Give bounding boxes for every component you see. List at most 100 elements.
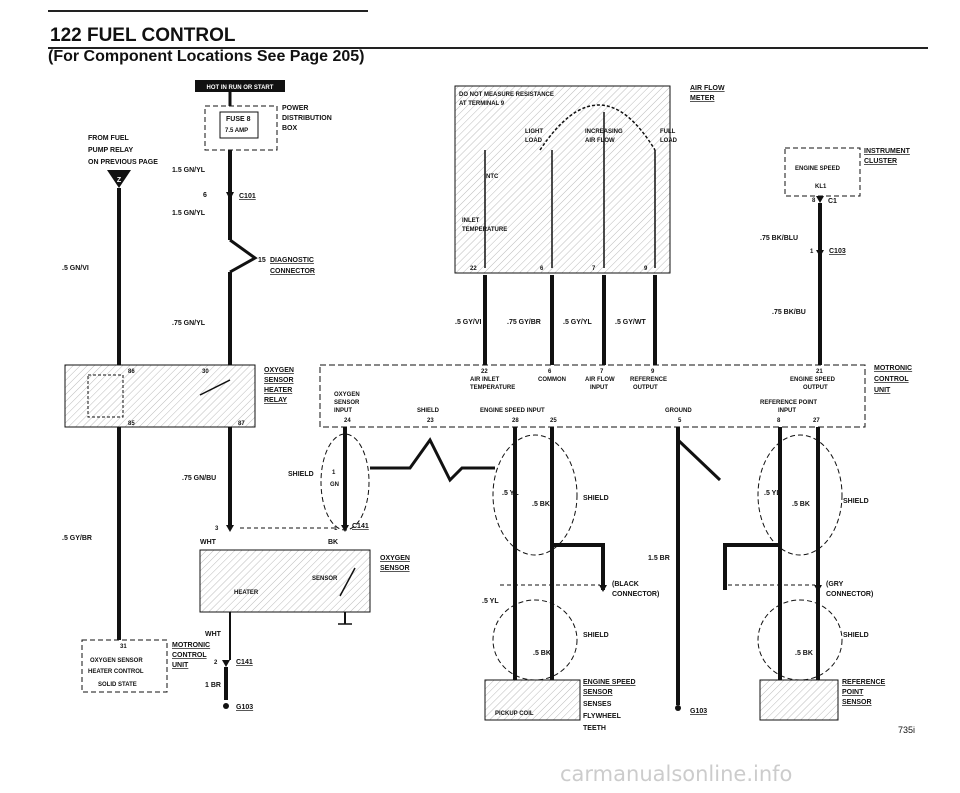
page-code: 735i xyxy=(898,725,916,735)
svg-text:C103: C103 xyxy=(829,248,846,255)
o2-heater-control-box xyxy=(81,639,168,693)
page-subtitle: (For Component Locations See Page 205) xyxy=(48,48,365,65)
svg-text:ENGINE SPEED INPUT: ENGINE SPEED INPUT xyxy=(480,408,545,414)
svg-text:OXYGEN: OXYGEN xyxy=(380,555,410,562)
svg-text:6: 6 xyxy=(540,266,544,272)
svg-text:SENSOR: SENSOR xyxy=(312,576,338,582)
svg-text:INPUT: INPUT xyxy=(590,385,608,391)
fuse-box: FUSE 8 7.5 AMP POWER DISTRIBUTION BOX xyxy=(204,105,332,151)
svg-text:2: 2 xyxy=(214,660,218,666)
svg-text:.5 YL: .5 YL xyxy=(482,598,499,605)
svg-text:BK: BK xyxy=(328,539,338,546)
engine-speed-sensor xyxy=(484,679,581,721)
shield-engine-speed xyxy=(492,434,578,556)
svg-text:.5 GY/BR: .5 GY/BR xyxy=(62,535,92,542)
svg-text:1.5 GN/YL: 1.5 GN/YL xyxy=(172,210,206,217)
svg-text:REFERENCE: REFERENCE xyxy=(630,377,667,383)
svg-text:AIR INLET: AIR INLET xyxy=(470,377,500,383)
svg-text:3: 3 xyxy=(215,526,219,532)
svg-text:SENSES: SENSES xyxy=(583,701,612,708)
svg-text:.5 BK: .5 BK xyxy=(792,501,810,508)
o2-heater-relay xyxy=(64,364,256,428)
svg-text:C1: C1 xyxy=(828,198,837,205)
svg-text:7: 7 xyxy=(592,266,596,272)
svg-text:SHIELD: SHIELD xyxy=(583,495,609,502)
svg-text:TEETH: TEETH xyxy=(583,725,606,732)
z-marker-icon xyxy=(107,170,131,188)
svg-text:ENGINE SPEED: ENGINE SPEED xyxy=(795,166,841,172)
header-rule-bottom xyxy=(48,47,928,49)
svg-text:28: 28 xyxy=(512,418,519,424)
svg-text:ON PREVIOUS PAGE: ON PREVIOUS PAGE xyxy=(88,159,158,166)
svg-text:22: 22 xyxy=(481,369,488,375)
svg-text:C141: C141 xyxy=(236,659,253,666)
svg-text:OXYGEN: OXYGEN xyxy=(264,367,294,374)
svg-text:30: 30 xyxy=(202,369,209,375)
svg-text:SENSOR: SENSOR xyxy=(583,689,613,696)
svg-text:HEATER CONTROL: HEATER CONTROL xyxy=(88,669,144,675)
o2-sensor xyxy=(199,549,371,613)
header-rule-top xyxy=(48,10,368,12)
svg-text:OXYGEN: OXYGEN xyxy=(334,392,360,398)
svg-text:PICKUP COIL: PICKUP COIL xyxy=(495,711,534,717)
svg-text:(BLACK: (BLACK xyxy=(612,581,639,588)
svg-text:REFERENCE POINT: REFERENCE POINT xyxy=(760,400,817,406)
svg-text:.75 GY/BR: .75 GY/BR xyxy=(507,319,541,326)
svg-text:FULL: FULL xyxy=(660,129,676,135)
svg-text:(GRY: (GRY xyxy=(826,581,844,588)
svg-text:GROUND: GROUND xyxy=(665,408,692,414)
svg-text:5: 5 xyxy=(678,418,682,424)
svg-text:31: 31 xyxy=(120,644,127,650)
svg-text:AT TERMINAL 9: AT TERMINAL 9 xyxy=(459,101,505,107)
svg-text:.5 GY/VI: .5 GY/VI xyxy=(455,319,482,326)
svg-text:7.5 AMP: 7.5 AMP xyxy=(225,128,248,134)
svg-text:PUMP RELAY: PUMP RELAY xyxy=(88,147,133,154)
svg-text:SENSOR: SENSOR xyxy=(334,400,360,406)
svg-text:8: 8 xyxy=(812,198,816,204)
svg-text:85: 85 xyxy=(128,421,135,427)
svg-text:.5 GY/WT: .5 GY/WT xyxy=(615,319,646,326)
svg-text:WHT: WHT xyxy=(205,631,222,638)
svg-text:23: 23 xyxy=(427,418,434,424)
svg-text:6: 6 xyxy=(548,369,552,375)
reference-point-sensor xyxy=(759,679,839,721)
svg-text:FUSE 8: FUSE 8 xyxy=(226,116,251,123)
svg-text:POWER: POWER xyxy=(282,105,308,112)
svg-text:LIGHT: LIGHT xyxy=(525,129,543,135)
svg-text:ENGINE SPEED: ENGINE SPEED xyxy=(790,377,836,383)
svg-text:INPUT: INPUT xyxy=(334,408,352,414)
svg-text:.5 GY/YL: .5 GY/YL xyxy=(563,319,593,326)
svg-text:ENGINE SPEED: ENGINE SPEED xyxy=(583,679,636,686)
svg-text:9: 9 xyxy=(651,369,655,375)
svg-text:CONTROL: CONTROL xyxy=(172,652,207,659)
svg-text:8: 8 xyxy=(777,418,781,424)
svg-text:INLET: INLET xyxy=(462,218,480,224)
svg-text:CONTROL: CONTROL xyxy=(874,376,909,383)
svg-text:OUTPUT: OUTPUT xyxy=(633,385,658,391)
watermark: carmanualsonline.info xyxy=(560,762,793,786)
svg-text:INPUT: INPUT xyxy=(778,408,796,414)
svg-text:GN: GN xyxy=(330,482,339,488)
svg-text:OXYGEN SENSOR: OXYGEN SENSOR xyxy=(90,658,143,664)
svg-text:DISTRIBUTION: DISTRIBUTION xyxy=(282,115,332,122)
svg-text:1: 1 xyxy=(810,249,814,255)
svg-text:INSTRUMENT: INSTRUMENT xyxy=(864,148,911,155)
svg-text:KL1: KL1 xyxy=(815,184,827,190)
svg-text:.5 YL: .5 YL xyxy=(764,490,781,497)
shield-reference-point xyxy=(757,434,843,556)
wire-1-5-gnyl: 1.5 GN/YL xyxy=(172,167,206,174)
svg-text:7: 7 xyxy=(600,369,604,375)
svg-text:.75 GN/BU: .75 GN/BU xyxy=(182,475,216,482)
svg-text:HEATER: HEATER xyxy=(234,590,259,596)
svg-text:LOAD: LOAD xyxy=(525,138,543,144)
svg-text:G103: G103 xyxy=(690,708,707,715)
svg-text:Z: Z xyxy=(117,177,122,184)
motronic-control-unit xyxy=(319,364,866,428)
svg-text:.75 GN/YL: .75 GN/YL xyxy=(172,320,206,327)
svg-text:.75 BK/BU: .75 BK/BU xyxy=(772,309,806,316)
svg-text:POINT: POINT xyxy=(842,689,864,696)
diag-branch xyxy=(229,238,258,274)
svg-text:SHIELD: SHIELD xyxy=(288,471,314,478)
